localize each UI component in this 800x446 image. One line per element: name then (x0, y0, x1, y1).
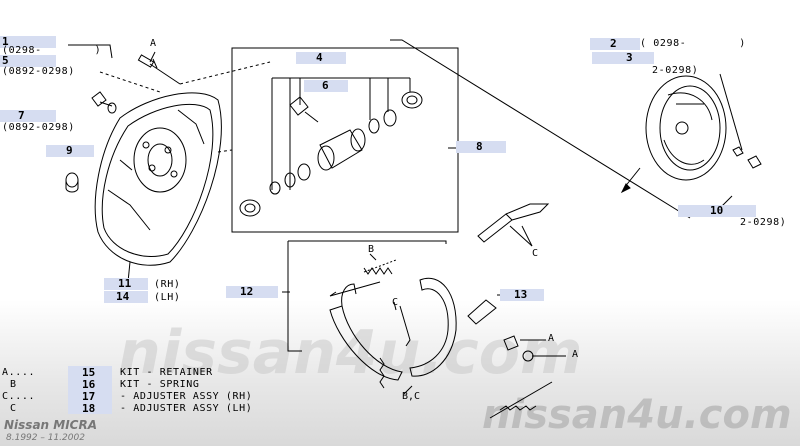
legend-text: KIT - RETAINER (120, 367, 213, 378)
label-c-lever: C (392, 297, 399, 308)
label-bc: B,C (402, 391, 421, 402)
callout-11-highlight (104, 278, 148, 290)
callout-8-highlight (456, 141, 506, 153)
callout-1[interactable]: 1 (2, 35, 9, 48)
watermark-small: nissan4u.com (482, 392, 792, 438)
model-dates: 8.1992 – 11.2002 (6, 433, 85, 443)
callout-4-highlight (296, 52, 346, 64)
label-a-retainer: A (548, 333, 555, 344)
separator-line (390, 39, 691, 219)
model-name: Nissan MICRA (4, 418, 97, 432)
callout-11[interactable]: 11 (118, 277, 132, 290)
callout-2[interactable]: 2 (610, 37, 617, 50)
callout-3-highlight (592, 52, 654, 64)
callout-10-qty: 2-0298) (740, 217, 787, 228)
legend-key: C (10, 403, 17, 414)
label-c-adjuster: C (532, 248, 539, 259)
callout-5[interactable]: 5 (2, 54, 9, 67)
callout-12-highlight (226, 286, 278, 298)
callout-6[interactable]: 6 (322, 79, 329, 92)
legend-num[interactable]: 15 (82, 366, 96, 379)
callout-4[interactable]: 4 (316, 51, 323, 64)
callout-14[interactable]: 14 (116, 290, 130, 303)
label-a-cup: A (572, 349, 579, 360)
legend-16-highlight (68, 378, 112, 390)
callout-10[interactable]: 10 (710, 204, 724, 217)
legend-18-highlight (68, 402, 112, 414)
callout-2-highlight (590, 38, 640, 50)
adjuster-drawing (477, 203, 550, 247)
callout-14-highlight (104, 291, 148, 303)
callout-2-range: ( 0298- ) (640, 38, 746, 49)
callout-9[interactable]: 9 (66, 144, 73, 157)
wheel-cylinder-group-box (231, 47, 459, 233)
legend-key: B (10, 379, 17, 390)
brake-assembly-drawing (620, 73, 762, 194)
legend-key: A.... (2, 367, 36, 378)
label-b-spring: B (368, 244, 375, 255)
callout-1-range: (0298- ) (2, 45, 102, 56)
legend-15-highlight (68, 366, 112, 378)
legend-key: C.... (2, 391, 36, 402)
backing-plate-drawing (94, 92, 222, 266)
callout-12[interactable]: 12 (240, 285, 254, 298)
legend-text: - ADJUSTER ASSY (LH) (120, 403, 253, 414)
callout-13[interactable]: 13 (514, 288, 528, 301)
callout-6-highlight (304, 80, 348, 92)
callout-8[interactable]: 8 (476, 140, 483, 153)
wheel-cylinder-drawing (239, 77, 423, 217)
callout-7-range: (0892-0298) (2, 122, 75, 133)
label-a-bolt: A (150, 38, 157, 49)
callout-11-side: (RH) (154, 279, 181, 290)
legend-text: KIT - SPRING (120, 379, 200, 390)
bolt-a-drawing (137, 51, 181, 85)
bleeder-drawing (65, 91, 117, 193)
background-gradient (0, 300, 800, 446)
callout-9-highlight (46, 145, 94, 157)
callout-3[interactable]: 3 (626, 51, 633, 64)
callout-5-highlight (0, 55, 56, 67)
callout-10-highlight (678, 205, 756, 217)
legend-num[interactable]: 17 (82, 390, 96, 403)
callout-1-highlight (0, 36, 56, 48)
callout-5-range: (0892-0298) (2, 66, 75, 77)
callout-7[interactable]: 7 (18, 109, 25, 122)
legend-num[interactable]: 18 (82, 402, 96, 415)
shoe-group-bracket (287, 240, 447, 352)
legend-num[interactable]: 16 (82, 378, 96, 391)
callout-13-highlight (500, 289, 544, 301)
legend-text: - ADJUSTER ASSY (RH) (120, 391, 253, 402)
callout-3-qty: 2-0298) (652, 65, 699, 76)
legend-17-highlight (68, 390, 112, 402)
callout-14-side: (LH) (154, 292, 181, 303)
brake-shoes-drawing (127, 195, 733, 419)
callout-7-highlight (0, 110, 56, 122)
